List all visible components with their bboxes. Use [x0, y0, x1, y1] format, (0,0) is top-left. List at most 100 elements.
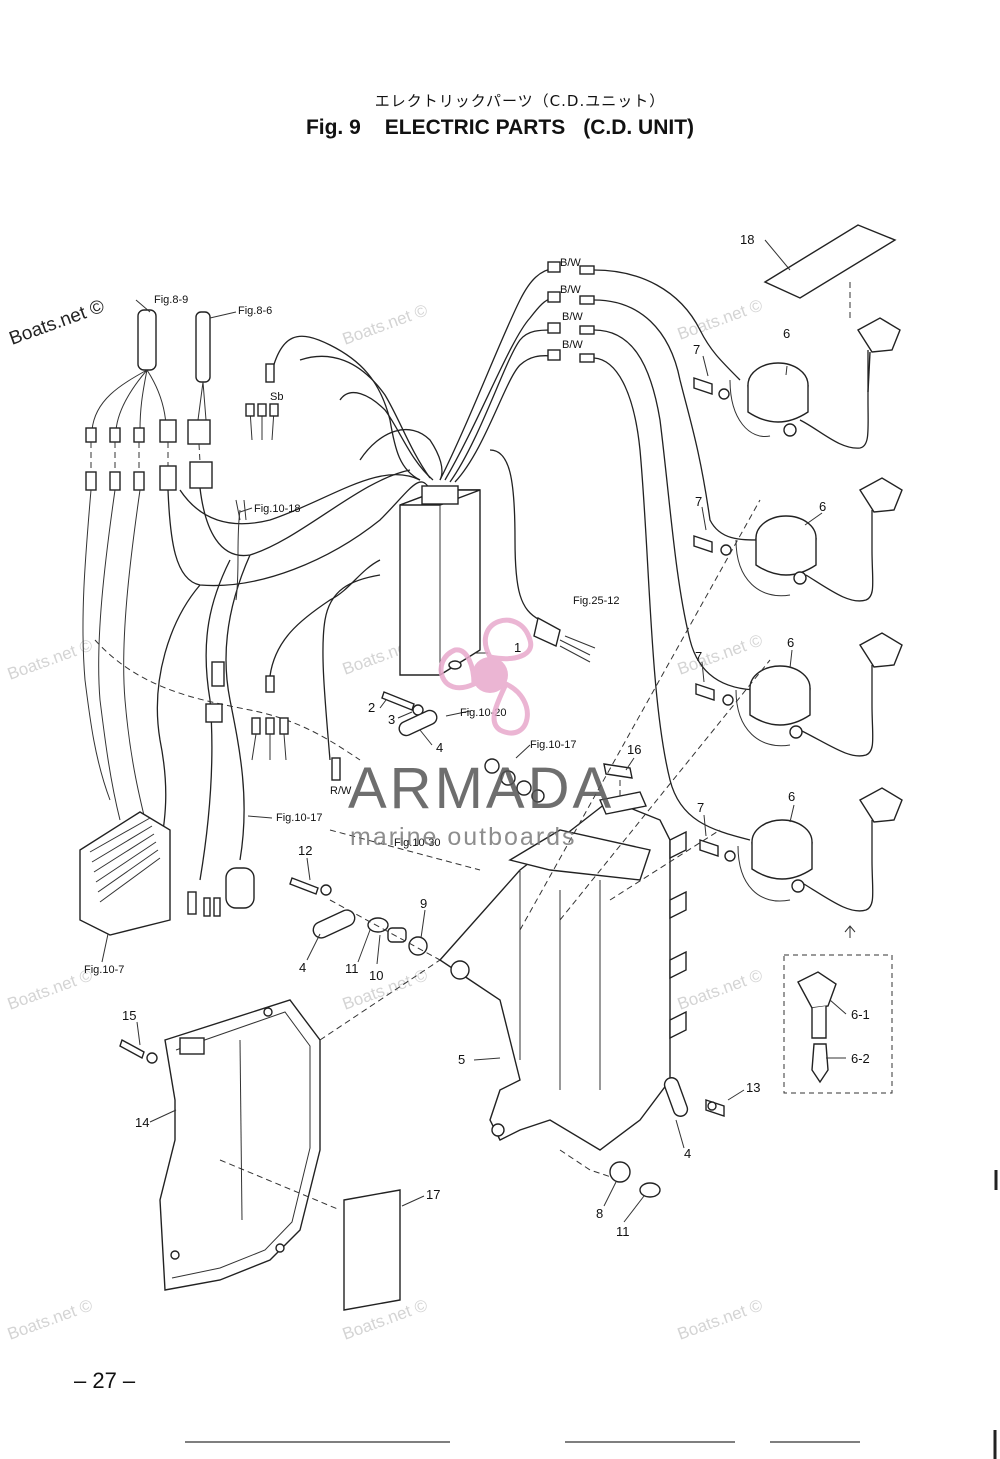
ref-fig-10-17: Fig.10-17 [276, 812, 322, 824]
cdi-connector [421, 485, 459, 505]
ignition-coil [699, 787, 903, 912]
connector [547, 291, 561, 303]
connector [547, 349, 561, 361]
washer [707, 1101, 717, 1111]
mounting-hole [491, 1123, 505, 1137]
coupler [211, 661, 225, 687]
terminal [269, 403, 279, 417]
brand-name: ARMADA [348, 756, 614, 821]
coupler [187, 419, 211, 445]
grommet [663, 1077, 689, 1117]
connector [547, 322, 561, 334]
callout: 6 [783, 326, 790, 341]
cdi-fasteners [381, 691, 545, 803]
callout: 16 [627, 742, 641, 757]
connector-bundle [195, 311, 211, 383]
callout: 4 [436, 740, 443, 755]
callout: 2 [368, 700, 375, 715]
callout: 5 [458, 1052, 465, 1067]
connector [547, 261, 561, 273]
clamp [603, 763, 633, 779]
nut [609, 1161, 631, 1183]
ignition-coil [695, 632, 903, 757]
coupler [159, 465, 177, 491]
ref-fig-10-17: Fig.10-17 [530, 739, 576, 751]
plug-cap-detail [783, 925, 893, 1094]
callout: 7 [695, 649, 702, 664]
watermark-text: Boats.net © [5, 965, 96, 1013]
callout-numbers: 18 6 6 6 6 7 7 7 7 1 2 3 4 16 12 9 4 11 … [122, 232, 870, 1239]
terminal [133, 471, 145, 491]
mounting-hole [448, 660, 462, 670]
wire-label: B/W [560, 257, 581, 269]
collar [531, 789, 545, 803]
callout: 6-2 [851, 1051, 870, 1066]
callout: 8 [596, 1206, 603, 1221]
coupler [205, 703, 223, 723]
callout: 6 [788, 789, 795, 804]
connector [533, 616, 561, 647]
terminal [279, 717, 289, 735]
ref-fig-10-18: Fig.10-18 [254, 503, 300, 515]
collar [484, 758, 500, 774]
wire-label: Sb [270, 391, 283, 403]
terminal [265, 717, 275, 735]
callout: 6 [819, 499, 826, 514]
callout: 7 [695, 494, 702, 509]
callout: 15 [122, 1008, 136, 1023]
callout: 9 [420, 896, 427, 911]
wire-label: B/W [562, 311, 583, 323]
brand-watermark: ARMADA marine outboards [348, 617, 614, 851]
figure-number: Fig. 9 [305, 116, 361, 139]
terminal [245, 403, 255, 417]
terminal [203, 897, 211, 917]
ref-fig-8-9: Fig.8-9 [154, 294, 188, 306]
watermark-text: Boats.net © [5, 1295, 96, 1343]
callout: 12 [298, 843, 312, 858]
brand-tagline: marine outboards [350, 823, 577, 851]
callout: 7 [697, 800, 704, 815]
callout: 13 [746, 1080, 760, 1095]
watermark-text: Boats.net © [675, 965, 766, 1013]
page-number: – 27 – [74, 1368, 136, 1393]
terminal [109, 471, 121, 491]
ref-fig-8-6: Fig.8-6 [238, 305, 272, 317]
figure-title-text: ELECTRIC PARTS [384, 116, 566, 139]
callout: 11 [345, 961, 359, 976]
grommet [398, 709, 438, 737]
ref-fig-10-7: Fig.10-7 [84, 964, 124, 976]
terminal [331, 757, 341, 781]
label-sheet [763, 224, 897, 299]
terminal [109, 427, 121, 443]
terminal [265, 363, 275, 383]
terminal [187, 891, 197, 915]
callout: 3 [388, 712, 395, 727]
wire-label: B/W [562, 339, 583, 351]
ignition-coils [693, 317, 903, 912]
label-sheet [343, 1189, 401, 1311]
terminal [251, 717, 261, 735]
cdi-unit [399, 449, 596, 676]
terminal [257, 403, 267, 417]
ref-fig-25-12: Fig.25-12 [573, 595, 619, 607]
callout: 14 [135, 1115, 149, 1130]
connector [579, 325, 595, 335]
terminal-spring [811, 1043, 829, 1084]
japanese-title: エレクトリックパーツ（C.D.ユニット） [374, 92, 666, 110]
connector [579, 353, 595, 363]
terminal [85, 471, 97, 491]
grommet [312, 909, 356, 939]
bolt [289, 877, 319, 895]
ref-fig-10-30: Fig.10-30 [394, 837, 440, 849]
reference-labels: Fig.8-9 Fig.8-6 Fig.10-18 Fig.25-12 Fig.… [84, 257, 619, 976]
clip [179, 1037, 205, 1055]
cover-plate [119, 959, 441, 1291]
ignition-coil [693, 317, 901, 449]
connector [579, 295, 595, 305]
callout: 1 [514, 640, 521, 655]
coupler [159, 419, 177, 443]
ref-fig-10-20: Fig.10-20 [460, 707, 506, 719]
sensor [225, 867, 255, 909]
connector [579, 265, 595, 275]
